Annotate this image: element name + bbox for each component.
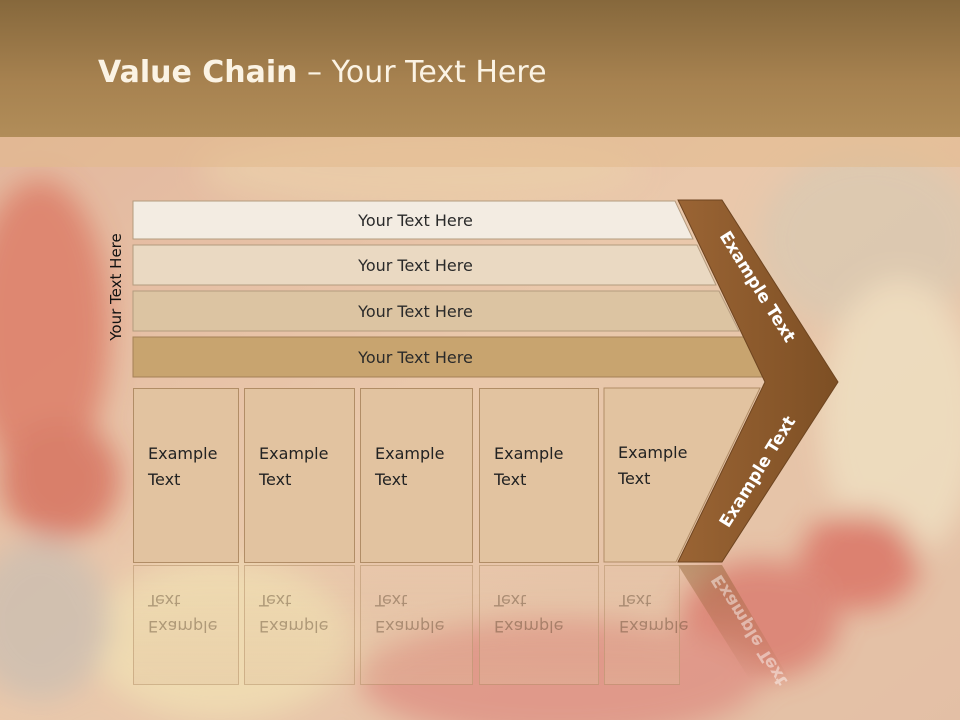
column-3-reflection-line2: Text: [375, 591, 408, 610]
column-2-line2: Text: [259, 470, 292, 489]
column-3: Example Text: [360, 388, 473, 563]
column-5-reflection-line2: Text: [619, 591, 652, 610]
title-band: [0, 137, 960, 167]
column-4-line1: Example: [494, 444, 564, 463]
column-4-line2: Text: [494, 470, 527, 489]
chevron-arrow: [677, 199, 839, 563]
column-1-reflection: Example Text: [133, 565, 239, 685]
column-2-line1: Example: [259, 444, 329, 463]
bar-3: Your Text Here: [358, 301, 473, 321]
column-3-reflection-line1: Example: [375, 617, 445, 636]
column-2: Example Text: [244, 388, 355, 563]
last-column-shape: [603, 387, 761, 563]
column-4: Example Text: [479, 388, 599, 563]
column-3-reflection: Example Text: [360, 565, 473, 685]
column-1-reflection-line1: Example: [148, 617, 218, 636]
column-4-reflection-line1: Example: [494, 617, 564, 636]
bar-4: Your Text Here: [358, 347, 473, 367]
column-1-line1: Example: [148, 444, 218, 463]
bar-2: Your Text Here: [358, 256, 473, 275]
chevron-reflection: [678, 565, 790, 680]
column-5-reflection: Example Text: [604, 565, 689, 685]
bar-3-shape: [132, 290, 740, 332]
column-1-line2: Text: [148, 470, 181, 489]
column-5-line1: Example: [618, 443, 688, 462]
bar-2-shape: [132, 244, 717, 286]
column-2-reflection-line2: Text: [259, 591, 292, 610]
title-bar: [0, 0, 960, 137]
column-2-reflection-line1: Example: [259, 617, 329, 636]
bar-1-shape: [132, 200, 694, 240]
slide-title-rest: – Your Text Here: [297, 55, 547, 90]
column-4-reflection-line2: Text: [494, 591, 527, 610]
bar-1: Your Text Here: [358, 210, 473, 230]
slide-title: Value Chain – Your Text Here: [98, 55, 547, 90]
column-1: Example Text: [133, 388, 239, 563]
column-3-line2: Text: [375, 470, 408, 489]
slide-title-bold: Value Chain: [98, 55, 298, 90]
column-4-reflection: Example Text: [479, 565, 599, 685]
column-3-line1: Example: [375, 444, 445, 463]
column-5-reflection-line1: Example: [619, 617, 689, 636]
column-5-line2: Text: [618, 469, 651, 488]
column-2-reflection: Example Text: [244, 565, 355, 685]
column-5: Example Text: [604, 388, 714, 563]
column-1-reflection-line2: Text: [148, 591, 181, 610]
